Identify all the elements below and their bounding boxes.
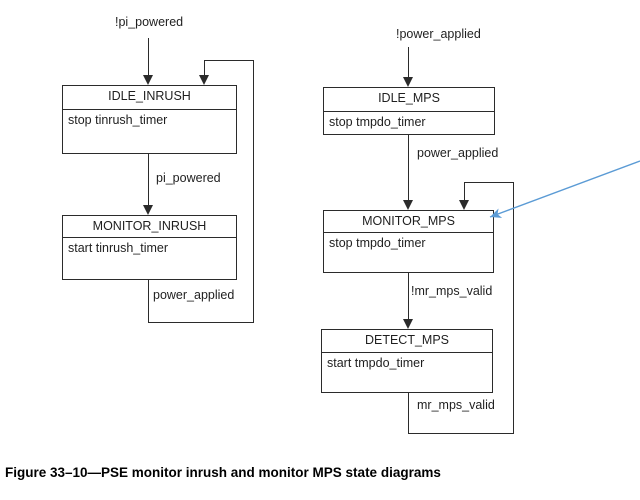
mps-to-monitor-label: power_applied <box>417 146 499 160</box>
mps-loop-entry-line <box>464 182 465 200</box>
figure-caption: Figure 33–10—PSE monitor inrush and moni… <box>5 465 441 480</box>
state-monitor-mps: MONITOR_MPS stop tmpdo_timer <box>323 210 494 273</box>
state-idle-inrush: IDLE_INRUSH stop tinrush_timer <box>62 85 237 154</box>
inrush-to-idle-line <box>148 280 149 322</box>
mps-return-line <box>408 393 409 433</box>
mps-entry-arrow-line <box>408 47 409 79</box>
inrush-to-idle-label: power_applied <box>153 288 235 302</box>
mps-to-detect-line <box>408 273 409 321</box>
mps-entry-condition-label: !power_applied <box>396 27 481 41</box>
inrush-entry-arrow-line <box>148 38 149 78</box>
inrush-loop-line-bottom <box>148 322 254 323</box>
state-action: stop tmpdo_timer <box>329 236 426 250</box>
mps-to-monitor-line <box>408 135 409 203</box>
inrush-loop-entry-line <box>204 60 205 77</box>
state-action: start tinrush_timer <box>68 241 169 255</box>
arrowhead-down-icon <box>199 75 209 85</box>
state-action: stop tinrush_timer <box>68 113 168 127</box>
arrowhead-down-icon <box>403 77 413 87</box>
state-title: IDLE_MPS <box>324 88 494 112</box>
inrush-loop-line-right <box>253 60 254 323</box>
inrush-loop-line-top <box>204 60 254 61</box>
state-title: MONITOR_INRUSH <box>63 216 236 238</box>
arrowhead-down-icon <box>403 200 413 210</box>
arrowhead-down-icon <box>459 200 469 210</box>
mps-to-detect-label: !mr_mps_valid <box>411 284 493 298</box>
state-action: stop tmpdo_timer <box>329 115 426 129</box>
state-title: MONITOR_MPS <box>324 211 493 233</box>
arrowhead-down-icon <box>143 205 153 215</box>
state-title: DETECT_MPS <box>322 330 492 353</box>
arrowhead-down-icon <box>403 319 413 329</box>
state-action: start tmpdo_timer <box>327 356 425 370</box>
mps-return-label: mr_mps_valid <box>417 398 495 412</box>
inrush-to-monitor-line <box>148 154 149 207</box>
annotation-arrow-icon <box>489 160 640 218</box>
state-monitor-inrush: MONITOR_INRUSH start tinrush_timer <box>62 215 237 280</box>
state-detect-mps: DETECT_MPS start tmpdo_timer <box>321 329 493 393</box>
mps-loop-line-bottom <box>408 433 514 434</box>
state-idle-mps: IDLE_MPS stop tmpdo_timer <box>323 87 495 135</box>
inrush-entry-condition-label: !pi_powered <box>115 15 184 29</box>
state-title: IDLE_INRUSH <box>63 86 236 110</box>
mps-loop-line-right <box>513 182 514 434</box>
mps-loop-line-top <box>464 182 514 183</box>
arrowhead-down-icon <box>143 75 153 85</box>
inrush-to-monitor-label: pi_powered <box>156 171 221 185</box>
